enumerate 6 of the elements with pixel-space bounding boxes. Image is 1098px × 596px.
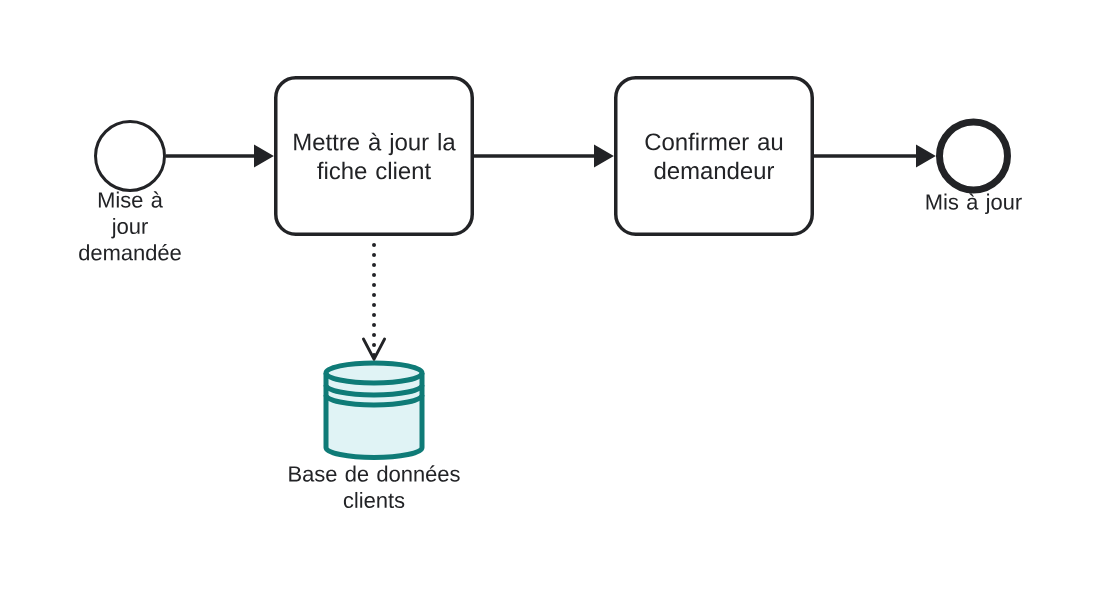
event-label: Mis à jour: [926, 193, 1022, 215]
task-box: Mettre à jour la fiche client: [274, 76, 474, 236]
arrow: [362, 243, 386, 361]
event-label: Base de données clients: [289, 465, 460, 509]
event-label: Mise à jour demandée: [79, 191, 181, 261]
task-box: Confirmer au demandeur: [614, 76, 814, 236]
